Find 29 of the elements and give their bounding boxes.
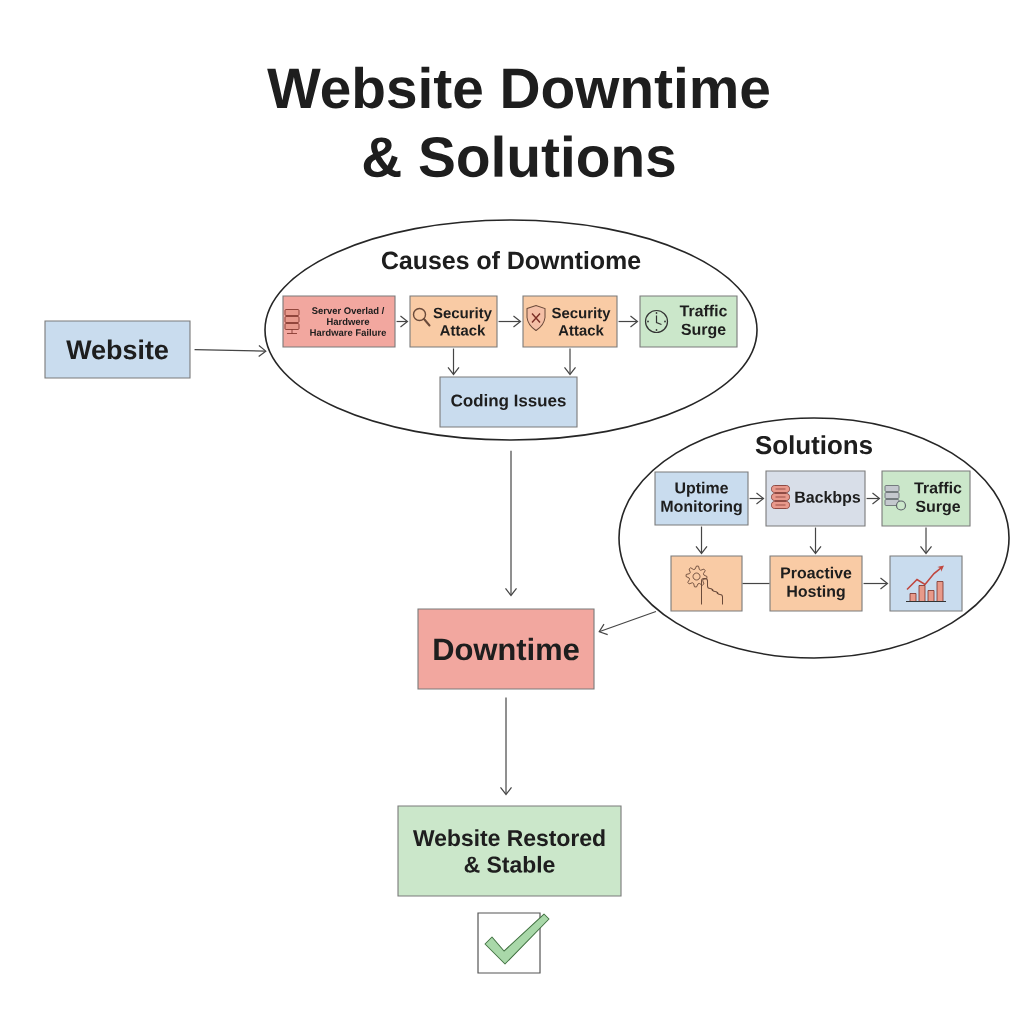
arrow xyxy=(919,526,933,555)
process-box: Security Attack xyxy=(409,295,498,348)
arrow xyxy=(617,315,639,328)
process-box: Website Restored & Stable xyxy=(397,805,622,897)
picture-tile xyxy=(670,555,743,612)
process-box: Security Attack xyxy=(522,295,618,348)
arrow xyxy=(563,347,577,376)
arrow xyxy=(497,315,522,328)
arrow xyxy=(748,492,765,505)
arrow xyxy=(598,610,657,636)
title: Website Downtime & Solutions xyxy=(267,66,769,178)
process-box: Website xyxy=(44,320,191,379)
arrow xyxy=(504,450,518,597)
process-box: Traffic Surge xyxy=(639,295,738,348)
process-box: Proactive Hosting xyxy=(769,555,863,612)
arrow xyxy=(865,492,881,505)
arrow xyxy=(447,347,460,376)
arrow xyxy=(862,577,889,590)
process-box: Coding Issues xyxy=(439,376,578,428)
process-box: Downtime xyxy=(417,608,595,690)
arrow xyxy=(499,696,513,796)
process-box: Traffic Surge xyxy=(881,470,971,527)
arrow xyxy=(809,526,822,555)
process-box: Uptime Monitoring xyxy=(654,471,749,526)
arrow xyxy=(695,525,708,555)
process-box: Server Overlad / Hardwere Hardware Failure xyxy=(282,295,396,348)
process-box: Backbps xyxy=(765,470,866,527)
connector-line xyxy=(741,582,771,585)
arrow xyxy=(193,344,267,358)
